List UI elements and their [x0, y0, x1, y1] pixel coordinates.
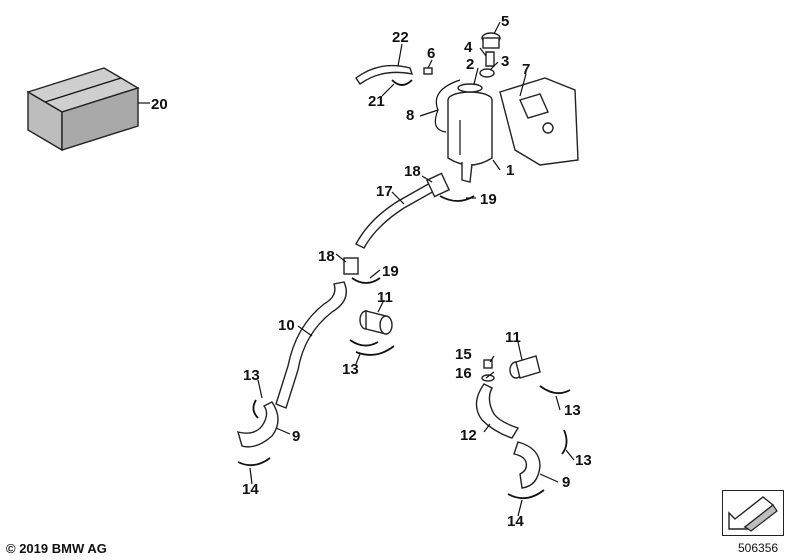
callout-13-left-mid: 13: [342, 361, 359, 378]
callout-19-top: 19: [480, 191, 497, 208]
part-17-hose: [355, 181, 437, 249]
callout-19-mid: 19: [382, 263, 399, 280]
part-13-clamp-e: [561, 429, 568, 455]
callout-8: 8: [406, 107, 414, 124]
part-3-seal: [479, 68, 495, 78]
part-19-clamp-mid: [351, 277, 381, 284]
part-4-valve: [485, 51, 495, 67]
part-14-clamp-right: [507, 489, 545, 500]
callout-11-left: 11: [377, 289, 393, 306]
part-13-clamp-d: [539, 385, 571, 395]
part-9-elbow-right: [513, 441, 541, 489]
callout-4: 4: [464, 39, 473, 56]
callout-14-right: 14: [507, 513, 524, 530]
part-13-clamp-b: [355, 345, 395, 356]
part-1-reservoir: [447, 91, 493, 183]
callout-12: 12: [460, 427, 477, 444]
part-14-clamp-left: [237, 457, 271, 467]
part-12-hose: [475, 383, 520, 439]
callout-13-right-upper: 13: [564, 402, 581, 419]
part-5-cap: [481, 32, 501, 49]
callout-5: 5: [501, 13, 509, 30]
callout-20: 20: [151, 96, 168, 113]
callout-9-right: 9: [562, 474, 570, 491]
callout-16: 16: [455, 365, 472, 382]
callout-13-right-lower: 13: [575, 452, 592, 469]
callout-13-left-low: 13: [243, 367, 260, 384]
callout-7: 7: [522, 61, 530, 78]
leader-lines: [249, 21, 575, 517]
part-7-bracket: [499, 77, 579, 166]
callout-1: 1: [506, 162, 514, 179]
part-2-cap: [457, 83, 483, 93]
callout-22: 22: [392, 29, 409, 46]
callout-18-mid: 18: [318, 248, 335, 265]
nav-arrow-box[interactable]: [722, 490, 784, 536]
part-11-sleeve-left: [359, 310, 393, 335]
callout-21: 21: [368, 93, 385, 110]
callout-2: 2: [466, 56, 474, 73]
part-13-clamp-a: [349, 339, 379, 347]
callout-17: 17: [376, 183, 393, 200]
part-15-screw: [483, 359, 493, 369]
arrow-down-left-icon: [728, 496, 778, 532]
part-18-sleeve-top: [426, 172, 450, 198]
part-13-clamp-c: [252, 399, 259, 419]
part-21-clamp: [391, 79, 413, 86]
callout-14-left: 14: [242, 481, 259, 498]
part-9-elbow-left: [236, 401, 279, 448]
part-16-seal: [481, 374, 495, 382]
callout-15: 15: [455, 346, 472, 363]
callout-10: 10: [278, 317, 295, 334]
callout-11-right: 11: [505, 329, 521, 346]
reference-number: 506356: [738, 541, 779, 555]
callout-18-top: 18: [404, 163, 421, 180]
part-18-sleeve-mid: [343, 257, 359, 275]
copyright-text: © 2019 BMW AG: [6, 541, 107, 556]
callout-6: 6: [427, 45, 435, 62]
callout-3: 3: [501, 53, 509, 70]
part-6-plug: [423, 67, 433, 75]
part-20-box: [26, 67, 140, 152]
part-22-hose: [355, 64, 414, 85]
callout-9-left: 9: [292, 428, 300, 445]
part-10-hose: [275, 281, 347, 409]
part-11-sleeve-right: [509, 355, 541, 379]
